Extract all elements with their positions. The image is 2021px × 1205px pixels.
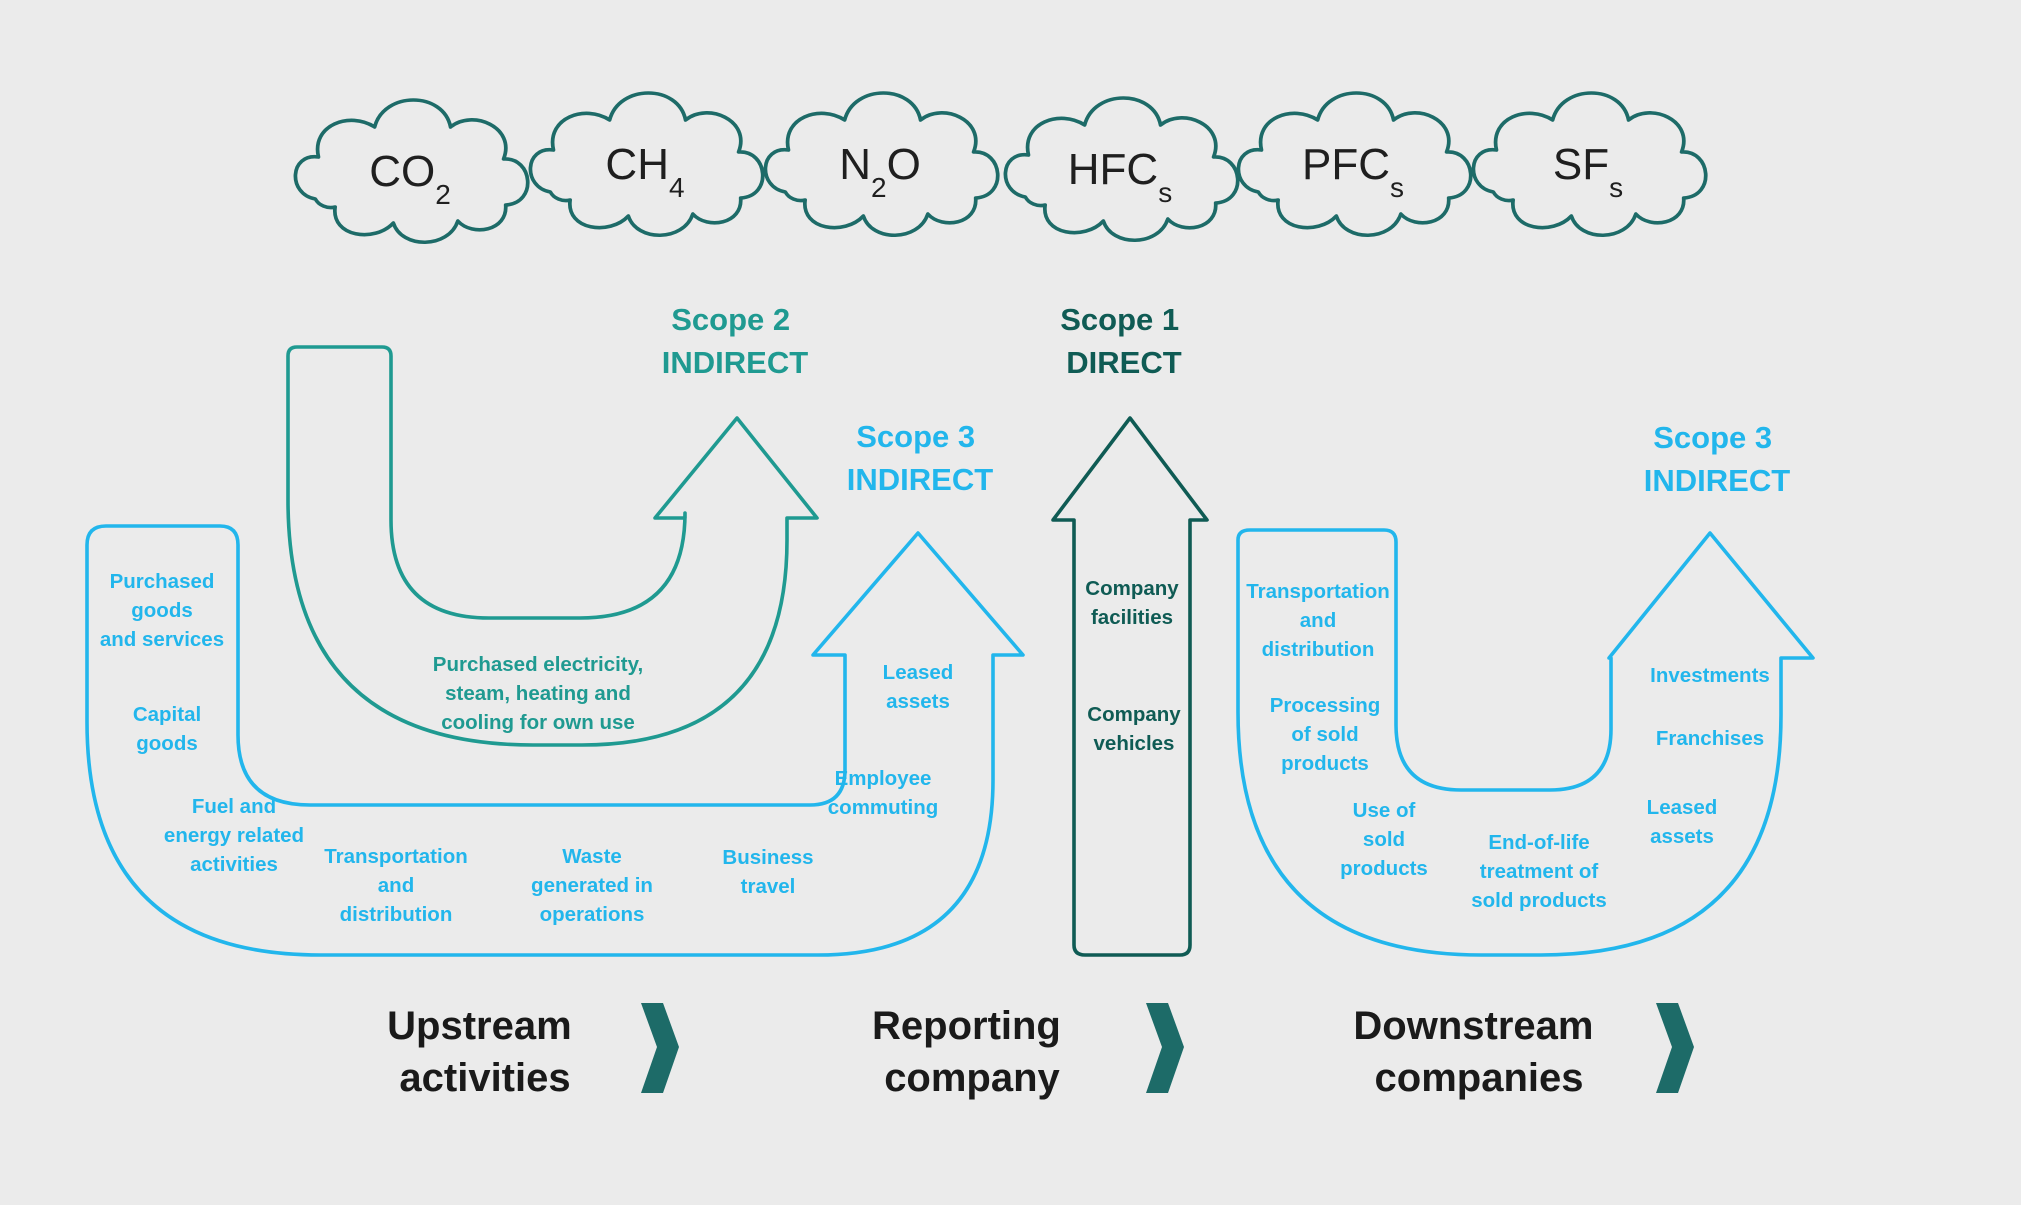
- downstream-item: Investments: [1650, 664, 1770, 687]
- scope2-arrow: [286, 345, 819, 747]
- cloud-sfs: [1471, 91, 1708, 237]
- cloud-icon: [763, 91, 1000, 237]
- cloud-icon: [1236, 91, 1473, 237]
- scope3-upstream-arrow: [85, 524, 1025, 957]
- cloud-co2: [293, 98, 530, 244]
- stage-upstream-label: Upstream activities: [387, 1004, 583, 1100]
- scope2-item: Purchased electricity,steam, heating and…: [433, 653, 643, 734]
- scope1-title: Scope 1 DIRECT: [1060, 302, 1188, 380]
- chevron-right-icon: [1656, 1003, 1694, 1093]
- scope-items: Purchased electricity,steam, heating and…: [100, 570, 1770, 926]
- cloud-icon: [528, 91, 765, 237]
- cloud-pfcs: [1236, 91, 1473, 237]
- gas-label: N2O: [839, 140, 921, 203]
- cloud-icon: [293, 98, 530, 244]
- gas-clouds: CO2 CH4 N2O HFCs PFCs SFs: [293, 91, 1708, 244]
- gas-label: CH4: [605, 140, 684, 203]
- cloud-hfcs: [1003, 96, 1240, 242]
- gas-label: SFs: [1553, 140, 1623, 203]
- downstream-item: Franchises: [1656, 727, 1764, 750]
- scope2-title: Scope 2 INDIRECT: [662, 302, 808, 380]
- scope3-upstream-title: Scope 3 INDIRECT: [847, 419, 993, 497]
- gas-label: HFCs: [1068, 145, 1172, 208]
- chevron-right-icon: [1146, 1003, 1184, 1093]
- cloud-icon: [1471, 91, 1708, 237]
- gas-label: PFCs: [1302, 140, 1404, 203]
- stage-reporting-label: Reporting company: [872, 1004, 1072, 1100]
- cloud-n2o: [763, 91, 1000, 237]
- cloud-icon: [1003, 96, 1240, 242]
- cloud-ch4: [528, 91, 765, 237]
- gas-label: CO2: [369, 147, 451, 210]
- stage-downstream-label: Downstream companies: [1353, 1004, 1604, 1100]
- chevron-right-icon: [641, 1003, 679, 1093]
- scope1-arrow: [1051, 416, 1209, 957]
- scope3-downstream-title: Scope 3 INDIRECT: [1644, 420, 1790, 498]
- scope3-downstream-arrow: [1236, 528, 1815, 957]
